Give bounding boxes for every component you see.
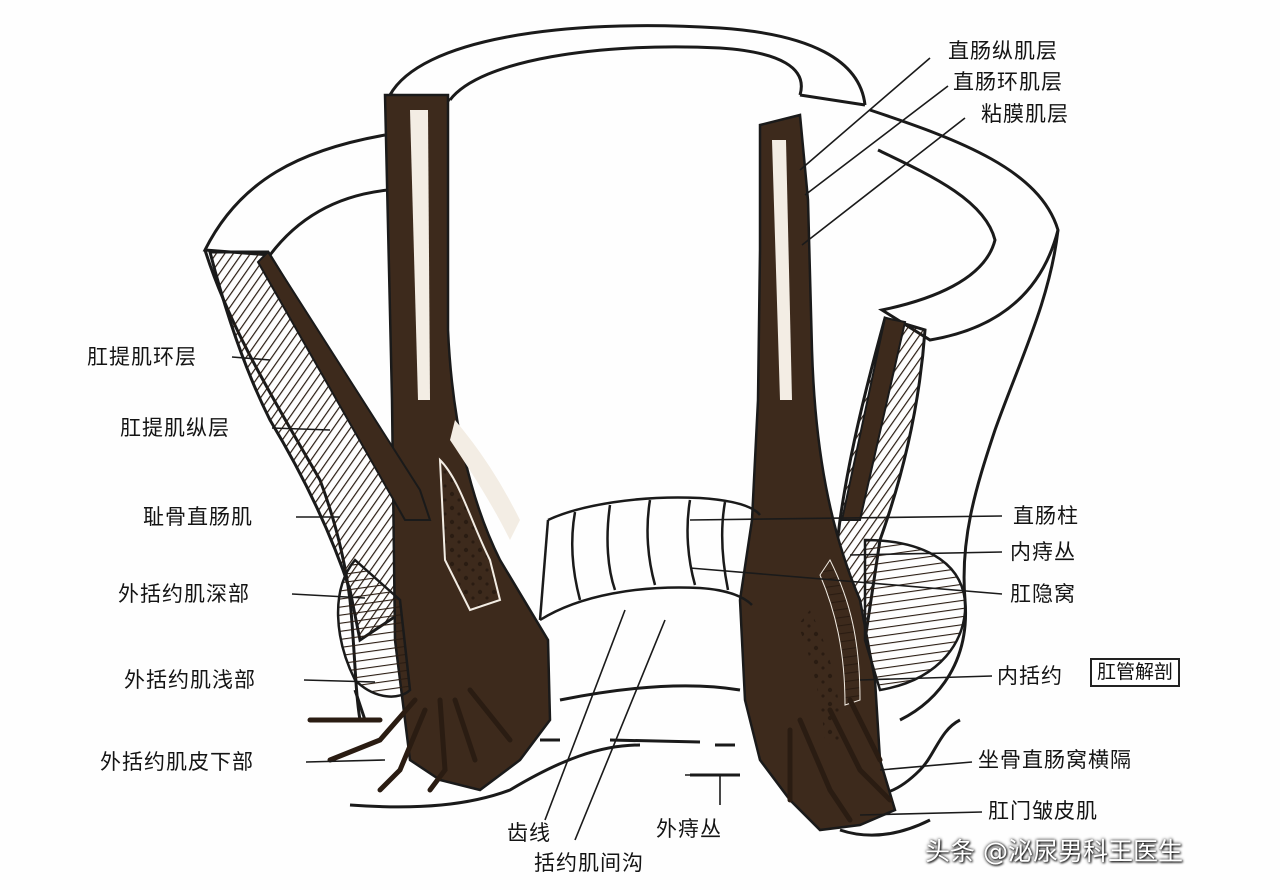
label-corrugator-cutis: 肛门皱皮肌	[988, 799, 1098, 823]
label-levator-longitudinal: 肛提肌纵层	[120, 416, 230, 440]
anal-columns-band	[538, 496, 761, 622]
label-ext-sphincter-subcutaneous: 外括约肌皮下部	[100, 750, 254, 774]
watermark: 头条 @泌尿男科王医生	[925, 837, 1183, 866]
label-mucosal-muscle: 粘膜肌层	[981, 102, 1069, 126]
right-external-sphincter	[863, 538, 967, 692]
left-external-sphincter	[336, 558, 412, 698]
label-internal-plexus: 内痔丛	[1010, 540, 1076, 564]
subcutaneous-fibres	[307, 687, 893, 823]
label-rectal-columns: 直肠柱	[1013, 504, 1079, 528]
label-rectal-longitudinal: 直肠纵肌层	[948, 39, 1058, 63]
label-internal-sphincter: 内括约	[997, 664, 1063, 688]
leader-lines	[231, 57, 1003, 841]
label-external-plexus: 外痔丛	[656, 817, 722, 841]
label-rectal-circular: 直肠环肌层	[953, 70, 1063, 94]
caption-box: 肛管解剖	[1090, 658, 1181, 687]
label-intersphincteric-groove: 括约肌间沟	[534, 851, 644, 875]
label-dentate-line: 齿线	[507, 821, 551, 845]
label-levator-circular: 肛提肌环层	[87, 345, 197, 369]
label-anal-crypt: 肛隐窝	[1010, 582, 1076, 606]
label-ischiorectal-septum: 坐骨直肠窝横隔	[978, 748, 1132, 772]
label-ext-sphincter-superficial: 外括约肌浅部	[124, 668, 256, 692]
label-ext-sphincter-deep: 外括约肌深部	[118, 582, 250, 606]
label-puborectalis: 耻骨直肠肌	[143, 505, 253, 529]
